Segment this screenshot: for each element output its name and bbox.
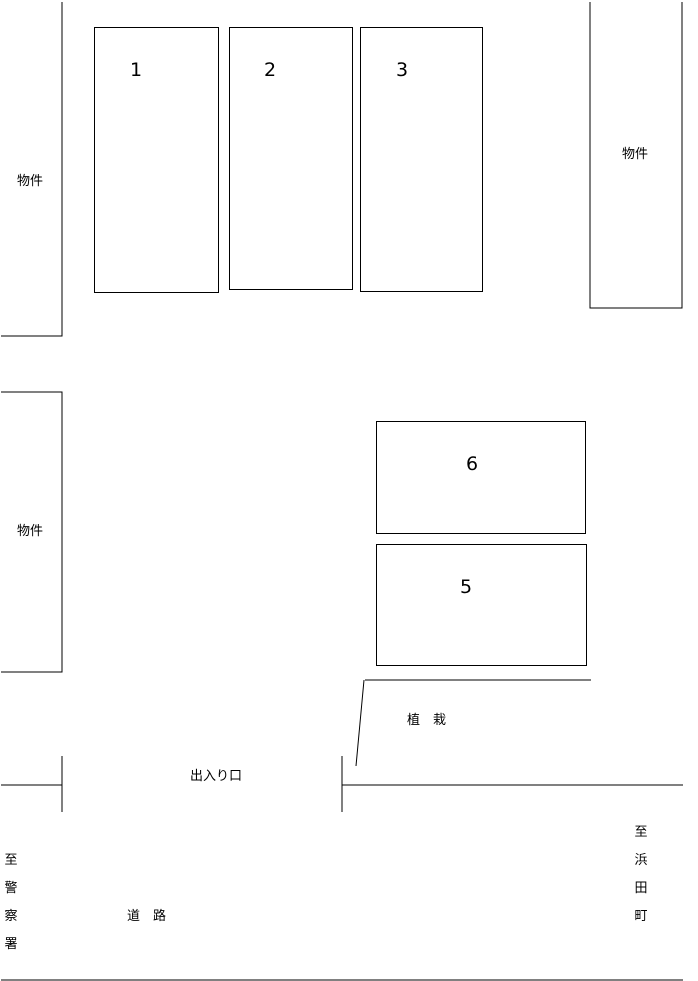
direction-right-char-2: 浜 (634, 853, 648, 868)
road-label: 道 路 (127, 909, 167, 924)
direction-left-char-2: 警 (4, 881, 18, 896)
lot-3-number: 3 (396, 59, 409, 81)
property-label-right-top: 物件 (622, 147, 649, 162)
lot-6-number: 6 (466, 453, 479, 475)
direction-right: 至 浜 田 町 (633, 819, 649, 931)
property-label-left-top: 物件 (17, 174, 44, 189)
lot-3: 3 (360, 27, 483, 292)
lot-1-number: 1 (130, 59, 143, 81)
property-left-top-outline (1, 2, 63, 337)
direction-right-char-3: 田 (634, 881, 648, 896)
direction-left: 至 警 察 署 (3, 847, 19, 959)
lot-2-number: 2 (264, 59, 277, 81)
planting-label: 植 栽 (407, 713, 447, 728)
direction-left-char-1: 至 (4, 853, 18, 868)
lot-1: 1 (94, 27, 219, 293)
lot-2: 2 (229, 27, 353, 290)
planting-boundary-diagonal (355, 679, 365, 767)
property-left-middle-outline (1, 391, 63, 673)
property-right-top-outline (589, 2, 683, 309)
lot-6: 6 (376, 421, 586, 534)
lot-5: 5 (376, 544, 587, 666)
direction-left-char-3: 察 (4, 909, 18, 924)
direction-right-char-4: 町 (634, 909, 648, 924)
direction-right-char-1: 至 (634, 825, 648, 840)
direction-left-char-4: 署 (4, 937, 18, 952)
entrance-label: 出入り口 (190, 769, 243, 784)
property-label-left-middle: 物件 (17, 524, 44, 539)
lot-5-number: 5 (460, 576, 473, 598)
